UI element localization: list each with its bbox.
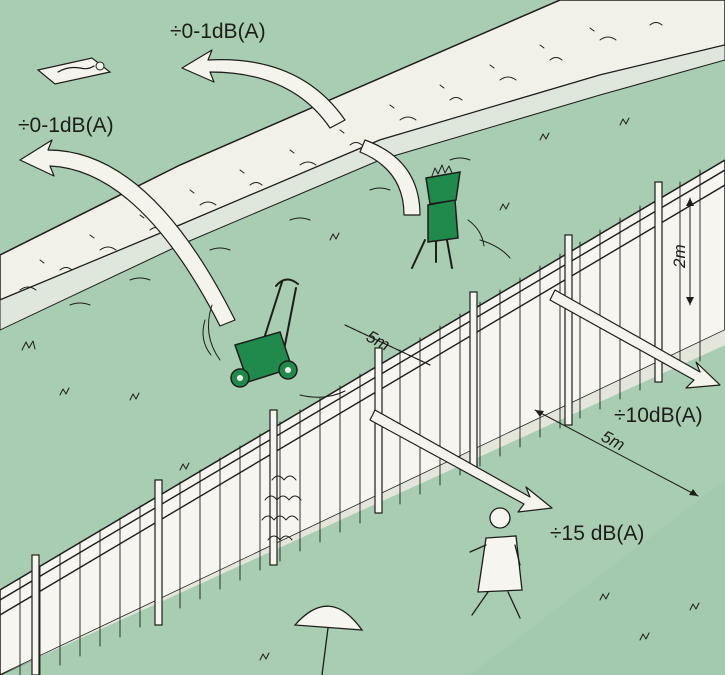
label-hedge-top: ÷0-1dB(A): [170, 20, 266, 43]
dimension-fence-height: 2m: [670, 244, 689, 269]
label-hedge-left: ÷0-1dB(A): [18, 114, 114, 137]
label-right-near: ÷15 dB(A): [550, 522, 644, 545]
label-right-far: ÷10dB(A): [614, 404, 703, 427]
